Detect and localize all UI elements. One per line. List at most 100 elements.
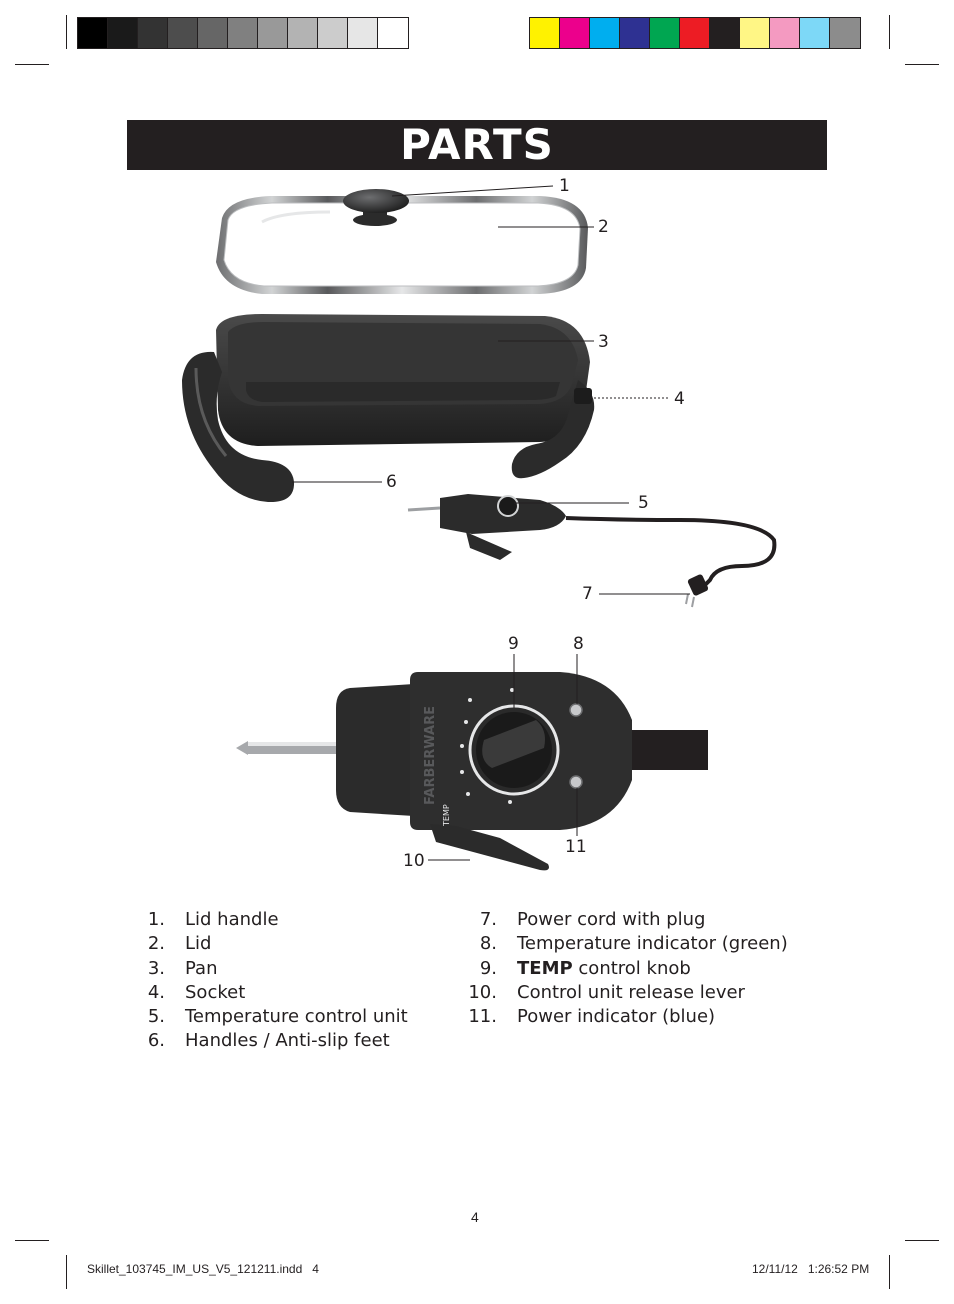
color-swatch <box>560 18 590 48</box>
crop-mark <box>15 64 49 65</box>
crop-mark <box>889 1255 890 1289</box>
color-swatch <box>348 18 378 48</box>
list-item: 7. Power cord with plug <box>459 908 788 932</box>
temp-print: TEMP <box>442 804 451 827</box>
list-item: 3. Pan <box>127 957 408 981</box>
callout-10: 10 <box>403 851 425 871</box>
crop-mark <box>66 15 67 49</box>
list-item-text: control knob <box>572 957 691 979</box>
list-item-label: Lid <box>185 932 211 956</box>
footer-filename: Skillet_103745_IM_US_V5_121211.indd 4 <box>87 1262 319 1276</box>
list-item-text: Temperature control unit <box>185 1006 408 1028</box>
list-item: 5. Temperature control unit <box>127 1005 408 1029</box>
list-item-number: 9. <box>479 957 497 979</box>
color-swatch <box>710 18 740 48</box>
crop-mark <box>66 1255 67 1289</box>
list-item: 10. Control unit release lever <box>459 981 788 1005</box>
parts-list-left: 1. Lid handle 2. Lid 3. Pan 4. Socket 5. Temperat… <box>127 908 408 1054</box>
control-unit-with-cord <box>407 494 777 608</box>
page-number: 4 <box>471 1209 479 1225</box>
list-item-text: Lid <box>185 933 212 955</box>
pan-illustration <box>182 314 595 503</box>
color-swatch <box>258 18 288 48</box>
list-item-text: Lid handle <box>185 909 279 930</box>
color-swatch <box>620 18 650 48</box>
crop-mark <box>905 64 939 65</box>
list-item-number: 2. <box>147 933 165 955</box>
callout-4: 4 <box>674 389 685 409</box>
color-swatch <box>800 18 830 48</box>
callout-7: 7 <box>582 584 593 604</box>
callout-6: 6 <box>386 472 397 492</box>
color-swatch <box>680 18 710 48</box>
callout-3: 3 <box>598 332 609 352</box>
list-item-label: Power indicator (blue) <box>517 1005 715 1029</box>
color-swatch <box>168 18 198 48</box>
color-swatch <box>530 18 560 48</box>
control-unit-detail: FARBERWARE TEMP <box>236 672 708 871</box>
parts-list-right: 7. Power cord with plug 8. Temperature indi… <box>459 908 788 1029</box>
callout-8: 8 <box>573 634 584 654</box>
lid-illustration <box>216 189 588 294</box>
list-item-text: Handles / Anti-slip feet <box>185 1030 390 1052</box>
color-swatch <box>318 18 348 48</box>
list-item-label: Power cord with plug <box>517 908 705 932</box>
crop-mark <box>905 1240 939 1241</box>
list-item-number: 11. <box>468 1006 497 1028</box>
color-swatch <box>770 18 800 48</box>
list-item-text: Socket <box>185 981 246 1003</box>
list-item-number: 1. <box>147 909 165 930</box>
brand-print: FARBERWARE <box>423 706 438 805</box>
list-item-number: 4. <box>147 981 165 1003</box>
list-item: 1. Lid handle <box>127 908 408 932</box>
list-item: 2. Lid <box>127 932 408 956</box>
list-item-number: 5. <box>147 1006 165 1028</box>
list-item-label: Control unit release lever <box>517 981 745 1005</box>
leader-lines <box>292 185 690 861</box>
list-item-text: Power indicator (blue) <box>517 1006 716 1028</box>
list-item-label: Pan <box>185 957 217 981</box>
page-title: PARTS <box>127 120 827 170</box>
list-item-text: Control unit release lever <box>517 981 745 1003</box>
color-swatch <box>378 18 408 48</box>
list-item-number: 7. <box>479 909 497 930</box>
color-swatch <box>228 18 258 48</box>
color-swatch <box>138 18 168 48</box>
list-item-label: Temperature control unit <box>185 1005 408 1029</box>
footer-timestamp: 12/11/12 1:26:52 PM <box>752 1262 870 1276</box>
color-swatch <box>108 18 138 48</box>
list-item: 11. Power indicator (blue) <box>459 1005 788 1029</box>
color-swatch <box>650 18 680 48</box>
list-item: 9. TEMP control knob <box>459 957 788 981</box>
list-item: 6. Handles / Anti-slip feet <box>127 1029 408 1053</box>
color-swatch <box>288 18 318 48</box>
list-item-label: Lid handle <box>185 908 279 932</box>
list-item-number: 8. <box>479 933 497 955</box>
color-swatch <box>78 18 108 48</box>
list-item-text: Power cord with plug <box>517 909 706 930</box>
color-swatch <box>198 18 228 48</box>
color-swatch <box>740 18 770 48</box>
list-item-label: TEMP control knob <box>517 957 691 981</box>
color-swatch <box>830 18 860 48</box>
list-item-number: 3. <box>147 957 165 979</box>
list-item-number: 6. <box>147 1030 165 1052</box>
crop-mark <box>889 15 890 49</box>
callout-11: 11 <box>565 837 587 857</box>
list-item: 8. Temperature indicator (green) <box>459 932 788 956</box>
process-color-bar <box>529 17 861 49</box>
list-item-text: Temperature indicator (green) <box>517 933 788 955</box>
callout-5: 5 <box>638 493 649 513</box>
list-item-text: Pan <box>185 957 218 979</box>
list-item-label: Socket <box>185 981 245 1005</box>
callout-9: 9 <box>508 634 519 654</box>
list-item-bold-term: TEMP <box>517 957 573 979</box>
crop-mark <box>15 1240 49 1241</box>
callout-2: 2 <box>598 217 609 237</box>
color-swatch <box>590 18 620 48</box>
list-item-number: 10. <box>468 981 497 1003</box>
callout-1: 1 <box>559 176 570 196</box>
list-item: 4. Socket <box>127 981 408 1005</box>
list-item-label: Handles / Anti-slip feet <box>185 1029 390 1053</box>
list-item-label: Temperature indicator (green) <box>517 932 788 956</box>
